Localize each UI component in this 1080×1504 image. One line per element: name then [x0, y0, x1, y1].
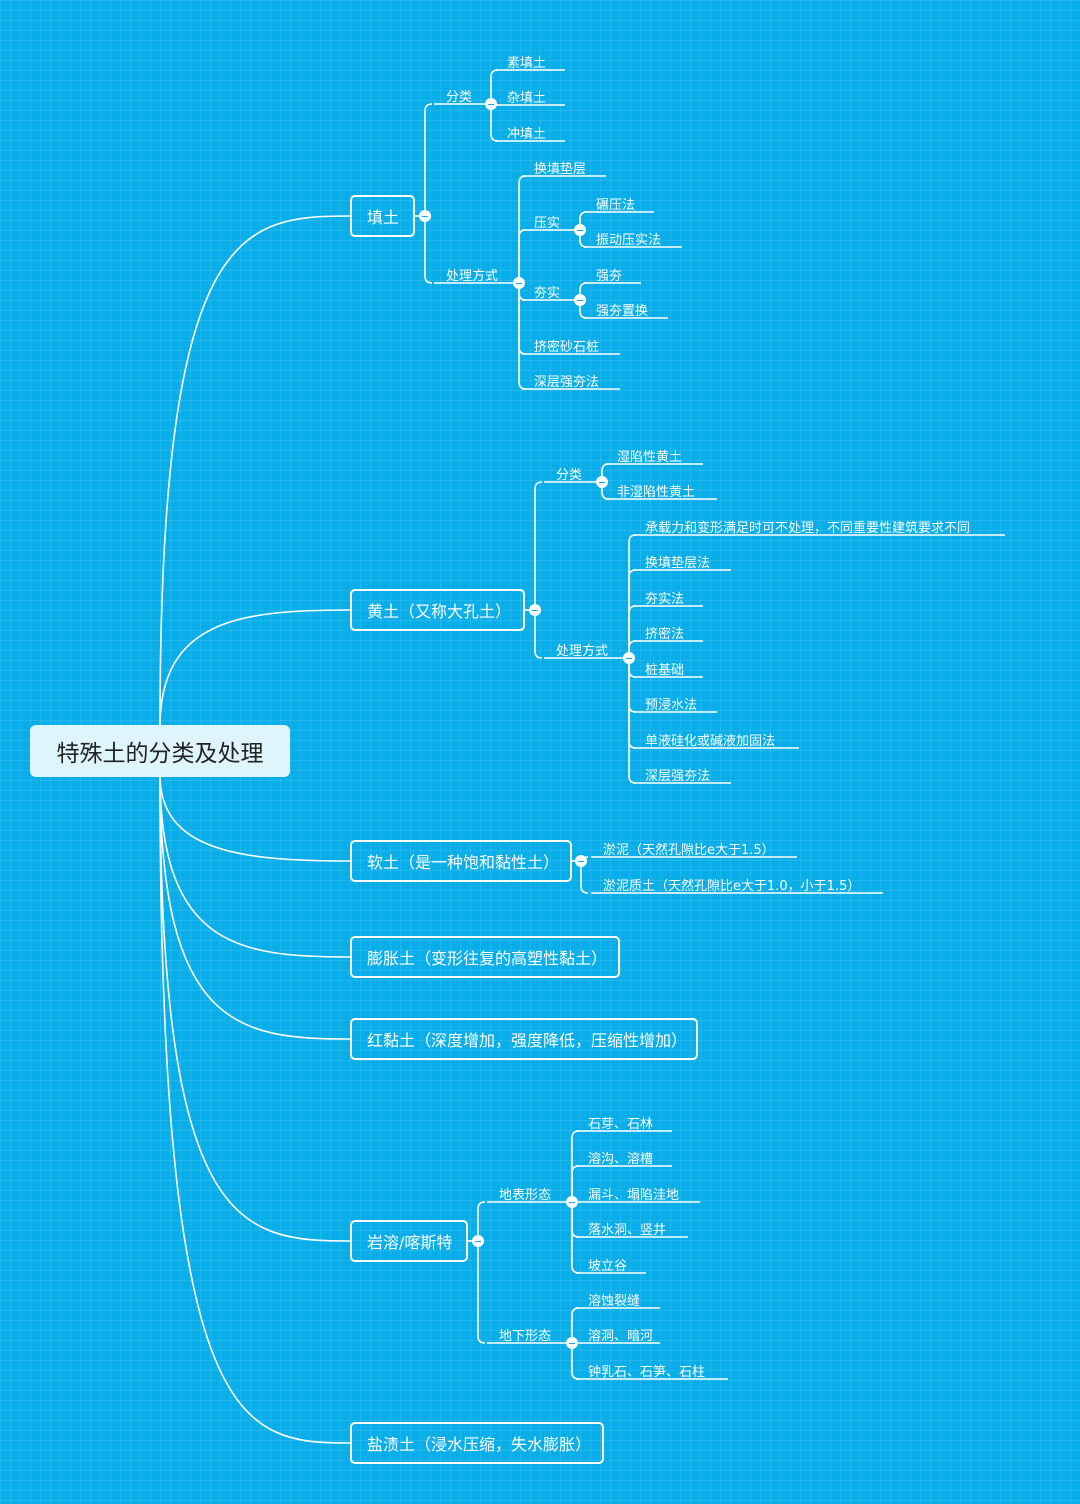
subtopic-label[interactable]: 挤密砂石桩	[534, 340, 600, 355]
subtopic-label[interactable]: 夯实	[534, 286, 561, 301]
main-topic[interactable]: 膨胀土（变形往复的高塑性黏土）	[350, 936, 620, 978]
collapse-toggle-icon[interactable]	[596, 476, 608, 488]
connector-curve	[159, 609, 351, 728]
main-topic[interactable]: 岩溶/喀斯特	[350, 1220, 468, 1262]
subtopic-label[interactable]: 淤泥质土（天然孔隙比e大于1.0，小于1.5）	[603, 879, 861, 894]
subtopic-label[interactable]: 溶蚀裂缝	[588, 1294, 641, 1309]
connector-curve	[159, 774, 351, 862]
subtopic-label[interactable]: 碾压法	[596, 198, 636, 213]
connector-curve	[518, 229, 527, 283]
connector-curve	[518, 283, 527, 355]
subtopic-label[interactable]: 石芽、石林	[588, 1117, 654, 1132]
collapse-toggle-icon[interactable]	[574, 294, 586, 306]
subtopic-label[interactable]: 振动压实法	[596, 233, 662, 248]
subtopic-label[interactable]: 换填垫层法	[645, 556, 711, 571]
connector-curve	[159, 774, 351, 1040]
collapse-toggle-icon[interactable]	[574, 224, 586, 236]
connector-curve	[628, 605, 637, 658]
subtopic-label[interactable]: 换填垫层	[534, 162, 587, 177]
connector-curve	[424, 216, 433, 284]
subtopic-label[interactable]: 处理方式	[446, 269, 499, 284]
subtopic-label[interactable]: 素填土	[507, 56, 547, 71]
collapse-toggle-icon[interactable]	[513, 277, 525, 289]
connector-curve	[628, 658, 637, 713]
subtopic-label[interactable]: 挤密法	[645, 627, 685, 642]
collapse-toggle-icon[interactable]	[566, 1196, 578, 1208]
connector-curve	[628, 534, 637, 658]
main-topic[interactable]: 软土（是一种饱和黏性土）	[350, 840, 572, 882]
subtopic-label[interactable]: 落水洞、竖井	[588, 1223, 667, 1238]
subtopic-label[interactable]: 杂填土	[507, 91, 547, 106]
subtopic-label[interactable]: 漏斗、塌陷洼地	[588, 1188, 680, 1203]
collapse-toggle-icon[interactable]	[419, 210, 431, 222]
connector-curve	[534, 481, 543, 610]
subtopic-label[interactable]: 分类	[446, 90, 473, 105]
subtopic-label[interactable]: 深层强夯法	[645, 769, 711, 784]
subtopic-label[interactable]: 强夯置换	[596, 304, 649, 319]
subtopic-label[interactable]: 地下形态	[499, 1329, 552, 1344]
connector-curve	[477, 1201, 486, 1241]
subtopic-label[interactable]: 冲填土	[507, 127, 547, 142]
connector-curve	[159, 774, 351, 1242]
collapse-toggle-icon[interactable]	[575, 855, 587, 867]
subtopic-label[interactable]: 非湿陷性黄土	[617, 485, 696, 500]
collapse-toggle-icon[interactable]	[485, 98, 497, 110]
subtopic-label[interactable]: 夯实法	[645, 592, 685, 607]
main-topic[interactable]: 红黏土（深度增加，强度降低，压缩性增加）	[350, 1018, 698, 1060]
collapse-toggle-icon[interactable]	[623, 652, 635, 664]
connector-curve	[477, 1241, 486, 1344]
subtopic-label[interactable]: 溶洞、暗河	[588, 1329, 654, 1344]
main-topic[interactable]: 盐渍土（浸水压缩，失水膨胀）	[350, 1422, 604, 1464]
collapse-toggle-icon[interactable]	[529, 604, 541, 616]
connector-curve	[159, 215, 351, 728]
subtopic-label[interactable]: 预浸水法	[645, 698, 698, 713]
subtopic-label[interactable]: 深层强夯法	[534, 375, 600, 390]
connector-curve	[580, 861, 589, 894]
subtopic-label[interactable]: 强夯	[596, 269, 623, 284]
connector-curve	[534, 610, 543, 659]
subtopic-label[interactable]: 地表形态	[499, 1188, 552, 1203]
connector-curve	[628, 658, 637, 749]
subtopic-label[interactable]: 坡立谷	[588, 1259, 628, 1274]
connector-curve	[424, 103, 433, 216]
connector-curve	[159, 774, 351, 958]
subtopic-label[interactable]: 溶沟、溶槽	[588, 1152, 654, 1167]
subtopic-label[interactable]: 钟乳石、石笋、石柱	[588, 1365, 706, 1380]
root-topic[interactable]: 特殊土的分类及处理	[30, 725, 290, 777]
collapse-toggle-icon[interactable]	[566, 1337, 578, 1349]
main-topic[interactable]: 填土	[350, 195, 415, 237]
subtopic-label[interactable]: 单液硅化或碱液加固法	[645, 734, 776, 749]
connector-curve	[159, 774, 351, 1444]
subtopic-label[interactable]: 压实	[534, 216, 561, 231]
subtopic-label[interactable]: 分类	[556, 468, 583, 483]
subtopic-label[interactable]: 淤泥（天然孔隙比e大于1.5）	[603, 843, 775, 858]
subtopic-label[interactable]: 承载力和变形满足时可不处理，不同重要性建筑要求不同	[645, 521, 971, 536]
collapse-toggle-icon[interactable]	[472, 1235, 484, 1247]
subtopic-label[interactable]: 处理方式	[556, 644, 609, 659]
main-topic[interactable]: 黄土（又称大孔土）	[350, 589, 525, 631]
subtopic-label[interactable]: 湿陷性黄土	[617, 450, 683, 465]
subtopic-label[interactable]: 桩基础	[645, 663, 685, 678]
